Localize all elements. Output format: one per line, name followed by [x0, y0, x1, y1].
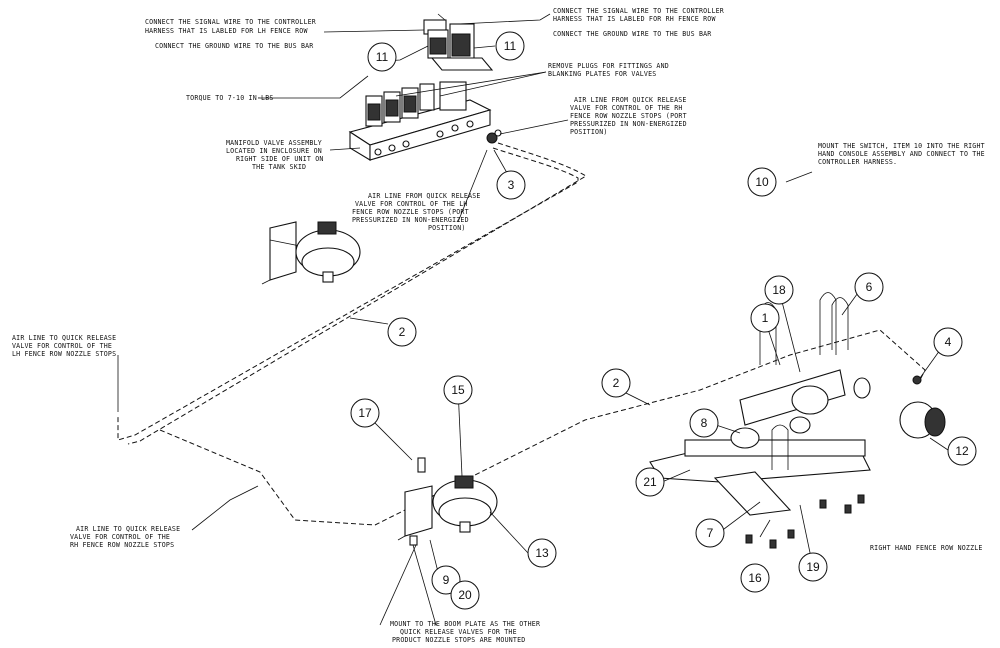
svg-text:13: 13 — [535, 546, 549, 560]
callout-17: 17 — [350, 398, 380, 428]
svg-text:21: 21 — [643, 475, 657, 489]
note-switch-2: HAND CONSOLE ASSEMBLY AND CONNECT TO THE — [818, 150, 985, 158]
note-rh-ground: CONNECT THE GROUND WIRE TO THE BUS BAR — [553, 30, 711, 38]
callout-10: 10 — [747, 167, 777, 197]
air-hose-lh — [117, 147, 579, 441]
note-plugs-1: REMOVE PLUGS FOR FITTINGS AND — [548, 62, 669, 70]
note-manifold-3: RIGHT SIDE OF UNIT ON — [236, 155, 324, 163]
callout-4: 4 — [933, 327, 963, 357]
svg-text:1: 1 — [762, 311, 769, 325]
note-lh-air-1: AIR LINE FROM QUICK RELEASE — [368, 192, 481, 200]
note-lh-signal-1: CONNECT THE SIGNAL WIRE TO THE CONTROLLE… — [145, 18, 316, 26]
note-rh-signal-2: HARNESS THAT IS LABLED FOR RH FENCE ROW — [553, 15, 716, 23]
note-rh-air-2: VALVE FOR CONTROL OF THE RH — [570, 104, 683, 112]
svg-text:3: 3 — [508, 178, 515, 192]
note-torque: TORQUE TO 7-10 IN-LBS — [186, 94, 274, 102]
note-lh-qr-3: LH FENCE ROW NOZZLE STOPS — [12, 350, 116, 358]
note-lh-qr-1: AIR LINE TO QUICK RELEASE — [12, 334, 116, 342]
quick-release-valve-upper — [261, 221, 361, 285]
callout-2-right: 2 — [601, 368, 631, 398]
svg-text:18: 18 — [772, 283, 786, 297]
svg-text:9: 9 — [443, 573, 450, 587]
callout-11-left: 11 — [367, 42, 397, 72]
callout-6: 6 — [854, 272, 884, 302]
callout-3: 3 — [496, 170, 526, 200]
note-lh-air-5: POSITION) — [428, 224, 466, 232]
callout-21: 21 — [635, 467, 665, 497]
note-lh-qr-2: VALVE FOR CONTROL OF THE — [12, 342, 112, 350]
note-lh-ground: CONNECT THE GROUND WIRE TO THE BUS BAR — [155, 42, 313, 50]
svg-text:10: 10 — [755, 175, 769, 189]
note-rh-qr-3: RH FENCE ROW NOZZLE STOPS — [70, 541, 174, 549]
note-rh-air-5: POSITION) — [570, 128, 608, 136]
callout-1: 1 — [750, 303, 780, 333]
callout-18: 18 — [764, 275, 794, 305]
note-manifold-1: MANIFOLD VALVE ASSEMBLY — [226, 139, 322, 147]
svg-text:12: 12 — [955, 444, 969, 458]
svg-text:6: 6 — [866, 280, 873, 294]
note-lh-air-2: VALVE FOR CONTROL OF THE LH — [355, 200, 468, 208]
note-boom-1: MOUNT TO THE BOOM PLATE AS THE OTHER — [390, 620, 540, 628]
callout-7: 7 — [695, 518, 725, 548]
svg-text:4: 4 — [945, 335, 952, 349]
callout-19: 19 — [798, 552, 828, 582]
note-rh-signal-1: CONNECT THE SIGNAL WIRE TO THE CONTROLLE… — [553, 7, 724, 15]
note-switch-1: MOUNT THE SWITCH, ITEM 10 INTO THE RIGHT — [818, 142, 985, 150]
note-lh-air-3: FENCE ROW NOZZLE STOPS (PORT — [352, 208, 469, 216]
callouts: 11 11 3 10 2 2 18 6 1 4 8 12 15 17 21 7 … — [350, 31, 977, 610]
air-hose-rh — [159, 329, 926, 526]
svg-text:8: 8 — [701, 416, 708, 430]
quick-release-valve-lower — [397, 457, 498, 546]
svg-text:20: 20 — [458, 588, 472, 602]
svg-text:16: 16 — [748, 571, 762, 585]
notes: CONNECT THE SIGNAL WIRE TO THE CONTROLLE… — [12, 7, 985, 644]
note-plugs-2: BLANKING PLATES FOR VALVES — [548, 70, 656, 78]
svg-text:11: 11 — [376, 50, 389, 64]
note-switch-3: CONTROLLER HARNESS. — [818, 158, 897, 166]
callout-13: 13 — [527, 538, 557, 568]
note-rh-air-1: AIR LINE FROM QUICK RELEASE — [574, 96, 687, 104]
note-manifold-2: LOCATED IN ENCLOSURE ON — [226, 147, 322, 155]
svg-text:7: 7 — [707, 526, 714, 540]
callout-16: 16 — [740, 563, 770, 593]
note-lh-air-4: PRESSURIZED IN NON-ENERGIZED — [352, 216, 469, 224]
leader-lines — [117, 13, 949, 626]
fence-row-nozzle-assembly — [649, 292, 946, 549]
svg-text:2: 2 — [399, 325, 406, 339]
svg-text:15: 15 — [451, 383, 465, 397]
callout-12: 12 — [947, 436, 977, 466]
svg-text:11: 11 — [504, 39, 517, 53]
note-rh-nozzle: RIGHT HAND FENCE ROW NOZZLE — [870, 544, 983, 552]
callout-8: 8 — [689, 408, 719, 438]
svg-text:2: 2 — [613, 376, 620, 390]
callout-11-right: 11 — [495, 31, 525, 61]
note-rh-qr-2: VALVE FOR CONTROL OF THE — [70, 533, 170, 541]
note-lh-signal-2: HARNESS THAT IS LABLED FOR LH FENCE ROW — [145, 27, 308, 35]
solenoid-valve-pair — [423, 13, 494, 71]
note-rh-qr-1: AIR LINE TO QUICK RELEASE — [76, 525, 180, 533]
svg-text:17: 17 — [358, 406, 372, 420]
callout-2-left: 2 — [387, 317, 417, 347]
note-boom-3: PRODUCT NOZZLE STOPS ARE MOUNTED — [392, 636, 525, 644]
svg-text:19: 19 — [806, 560, 820, 574]
note-manifold-4: THE TANK SKID — [252, 163, 306, 171]
note-boom-2: QUICK RELEASE VALVES FOR THE — [400, 628, 517, 636]
callout-20: 20 — [450, 580, 480, 610]
callout-15: 15 — [443, 375, 473, 405]
note-rh-air-4: PRESSURIZED IN NON-ENERGIZED — [570, 120, 687, 128]
manifold-valve-assembly — [348, 81, 502, 161]
note-rh-air-3: FENCE ROW NOZZLE STOPS (PORT — [570, 112, 687, 120]
